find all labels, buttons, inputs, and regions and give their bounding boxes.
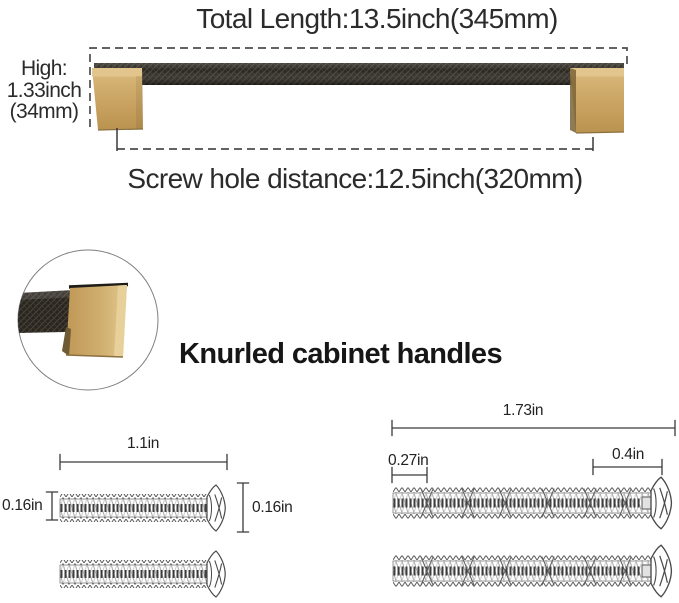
small-screw-shaft-diameter-value: 0.16in — [2, 497, 43, 514]
small-screws-diagram — [45, 453, 250, 598]
handle-right-foot — [570, 68, 625, 134]
small-screw-length-dimension — [59, 453, 228, 471]
long-screw-tip-section-dimension — [592, 458, 663, 476]
magnified-foot — [66, 285, 127, 357]
height-label-line3: (34mm) — [9, 100, 79, 123]
long-screw-tip-section-value: 0.4in — [611, 446, 645, 463]
product-title: Knurled cabinet handles — [179, 338, 503, 370]
long-screw-first-section-value: 0.27in — [388, 452, 429, 469]
screw-hole-distance-label: Screw hole distance:12.5inch(320mm) — [127, 163, 583, 194]
small-screw-shaft-diameter-dimension — [45, 491, 59, 521]
total-length-label: Total Length:13.5inch(345mm) — [196, 3, 558, 34]
handle-illustration — [89, 47, 628, 151]
long-screw-first-section-dimension — [391, 466, 428, 484]
small-screw-2 — [60, 551, 225, 597]
small-screw-head-diameter-value: 0.16in — [252, 499, 293, 516]
height-label: High: 1.33inch (34mm) — [0, 58, 88, 123]
height-label-line2: 1.33inch — [6, 78, 82, 102]
height-label-line1: High: — [20, 57, 68, 80]
small-screw-length-value: 1.1in — [126, 435, 160, 452]
total-length-dashed-bracket — [89, 47, 628, 127]
long-screw-1 — [393, 477, 671, 529]
screw-hole-distance-line — [116, 128, 594, 151]
handle-left-foot — [92, 68, 144, 131]
long-screws-diagram — [391, 419, 676, 597]
long-screw-length-dimension — [391, 419, 676, 437]
long-screw-2 — [393, 545, 671, 597]
small-screw-1 — [60, 485, 225, 531]
magnifier-detail — [17, 249, 159, 391]
long-screw-length-value: 1.73in — [502, 402, 544, 419]
small-screw-head-diameter-dimension — [236, 482, 250, 533]
